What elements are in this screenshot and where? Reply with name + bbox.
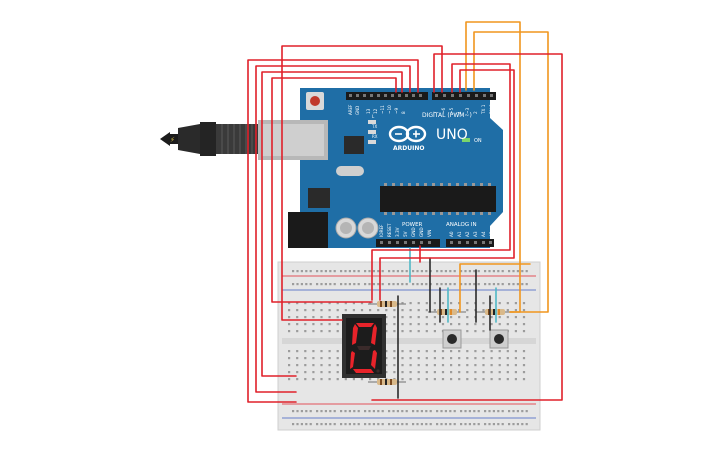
wires-teal [409,247,497,323]
aref-label: AREF [348,104,353,115]
lit-segments [350,323,377,373]
resistor-2 [368,379,406,385]
dc-power-jack [288,212,328,248]
arduino-uno-board[interactable]: UNO ARDUINO DIGITAL (PWM~) ANALOG IN POW… [258,88,503,248]
analog-pin-label: A5 [489,231,494,237]
digital-pin-label: 12 [373,108,378,114]
digital-pin-label: ~9 [394,107,399,114]
usb-cable: ⚡ [160,122,260,156]
rx-label: RX [372,134,378,139]
digital-pin-label: 2 [473,111,478,114]
power-pin-label: GND [419,227,424,237]
digital-pin-label: 8 [401,111,406,114]
l-label: L [372,114,375,119]
wires-red [247,45,563,403]
on-led [462,138,470,142]
on-label: ON [474,138,482,144]
wires-orange [459,21,549,313]
analog-pin-label: A4 [481,231,486,237]
digital-pin-label: ~11 [380,105,385,114]
analog-pin-label: A0 [449,231,454,237]
resistor-1 [368,301,406,307]
digital-pin-label: 7 [433,111,438,114]
power-pin-label: GND [411,227,416,237]
digital-pin-label: ~6 [441,107,446,114]
analog-pin-label: A2 [465,231,470,237]
power-label: POWER [402,222,423,228]
push-button-1[interactable] [442,329,462,349]
seven-segment-display[interactable]: 0 [342,314,386,378]
digital-pin-label: ~3 [465,107,470,114]
wires-black [397,257,491,399]
brand-label: ARDUINO [393,145,424,152]
digital-pin-label: ~10 [387,105,392,114]
digital-pin-label: ~5 [449,107,454,114]
power-pin-label: IOREF [379,224,384,237]
board-name: UNO [436,127,468,143]
power-pin-label: 5V [403,231,408,237]
power-pin-label: RESET [387,223,392,237]
usb-chip [344,136,364,154]
power-pin-label: 3.3V [395,227,400,237]
voltage-regulator [308,188,330,208]
tx-label: TX [371,124,377,129]
digital-pin-label: TX 1 [481,104,486,115]
analog-pin-label: A1 [457,231,462,237]
digital-pin-label: RX 0 [489,104,494,114]
digital-label: DIGITAL (PWM~) [422,112,472,119]
analog-pin-label: A3 [473,231,478,237]
digital-pin-label: 13 [366,108,371,114]
atmega-chip [380,186,496,212]
analog-label: ANALOG IN [446,222,477,228]
crystal [336,166,364,176]
gnd-label: GND [355,106,360,115]
digital-pin-label: 4 [457,111,462,114]
push-button-2[interactable] [489,329,509,349]
power-pin-label: VIN [427,230,432,237]
arduino-logo [388,125,427,143]
svg-text:⚡: ⚡ [170,136,175,144]
